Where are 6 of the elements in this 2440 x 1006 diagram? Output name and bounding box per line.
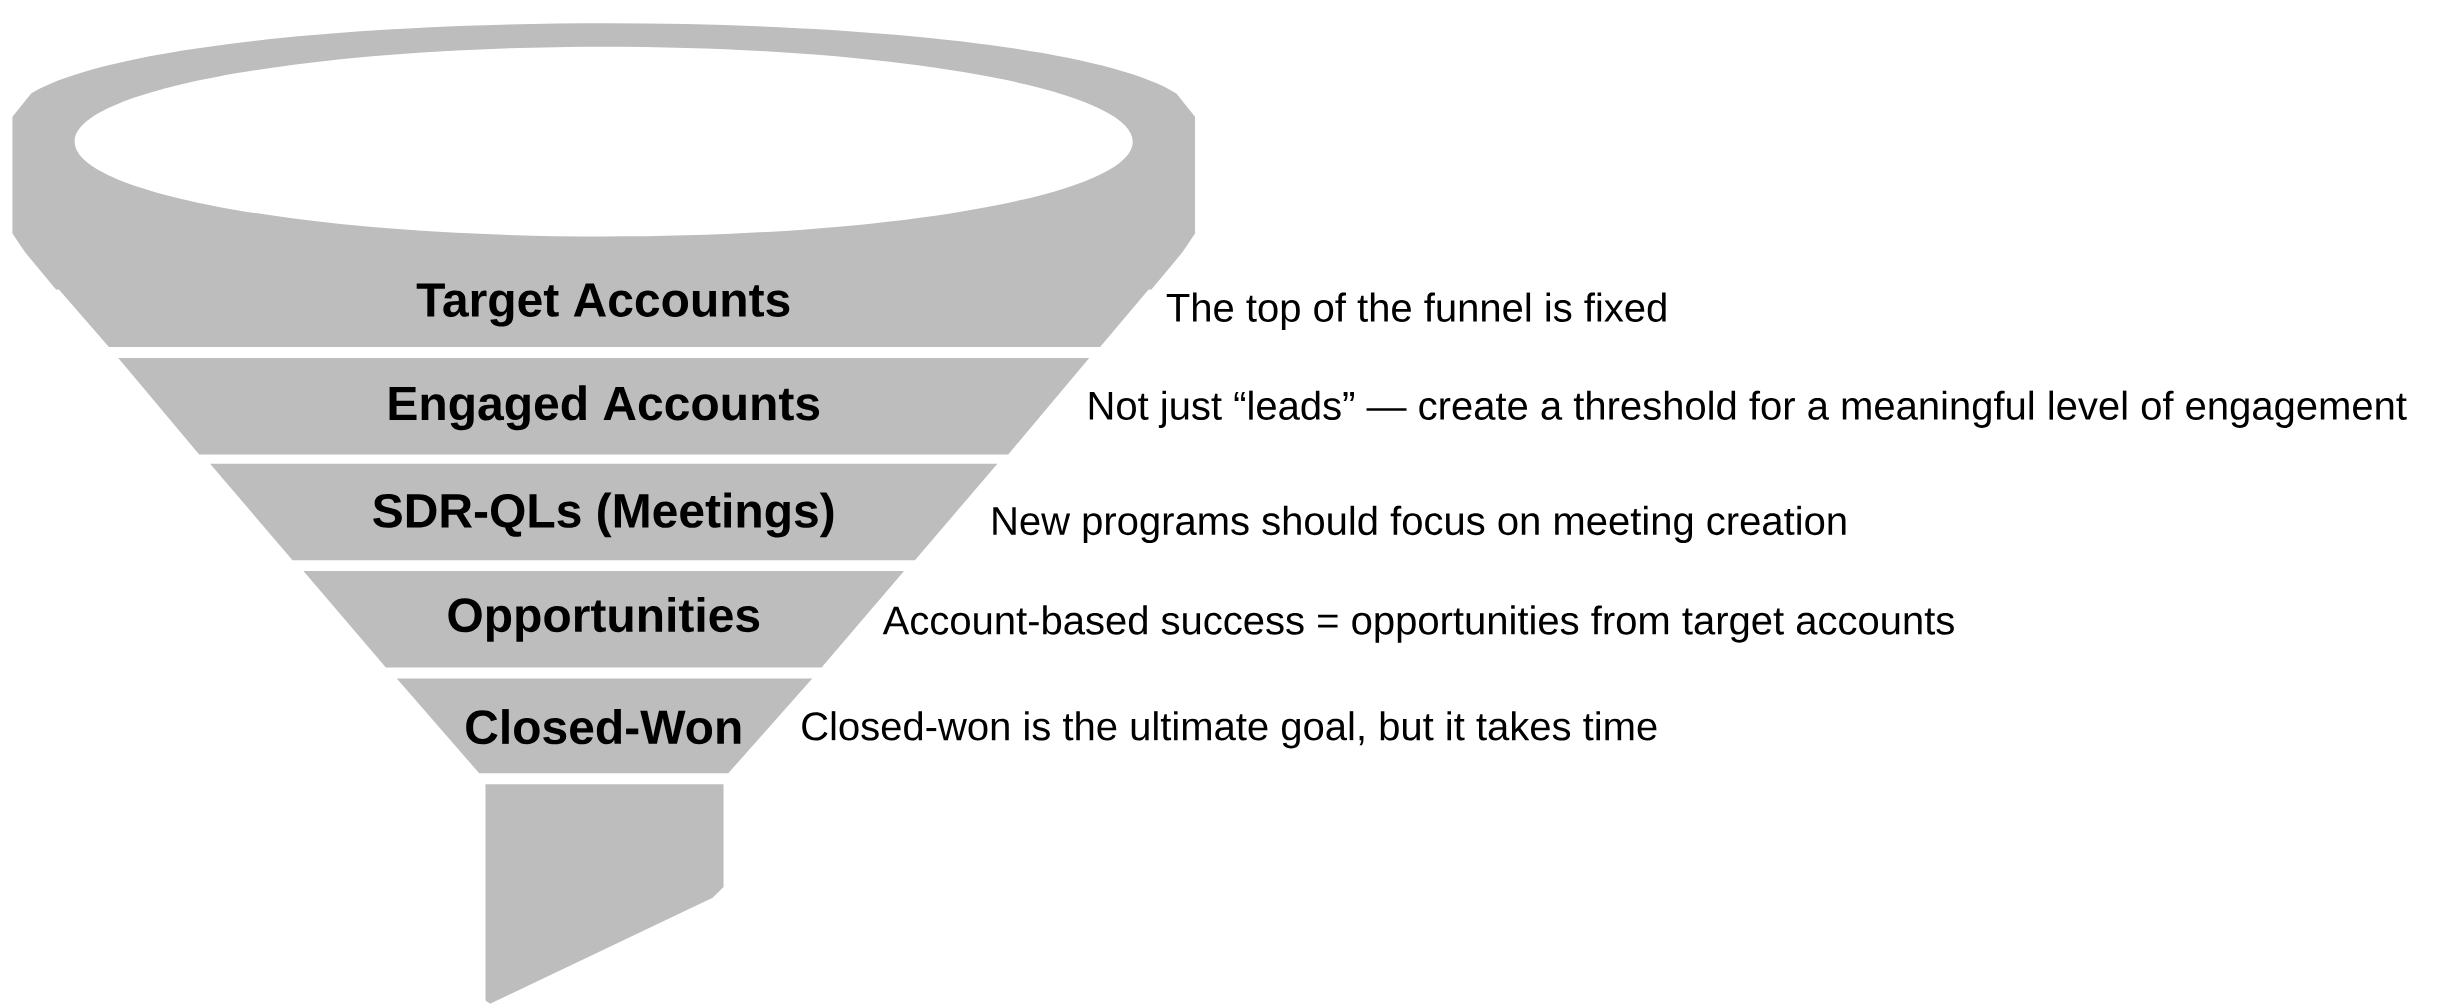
stage-note: Not just “leads” — create a threshold for a meaningful level of engagement: [1089, 390, 2407, 428]
stage-note: The top of the funnel is fixed: [1166, 292, 1666, 330]
funnel-stage: Target Accounts: [57, 283, 1150, 348]
funnel-stage: Engaged Accounts: [118, 357, 1090, 455]
stage-note: Closed-won is the ultimate goal, but it takes time: [802, 711, 1657, 749]
stage-note: Account-based success = opportunities from target accounts: [882, 605, 1954, 643]
